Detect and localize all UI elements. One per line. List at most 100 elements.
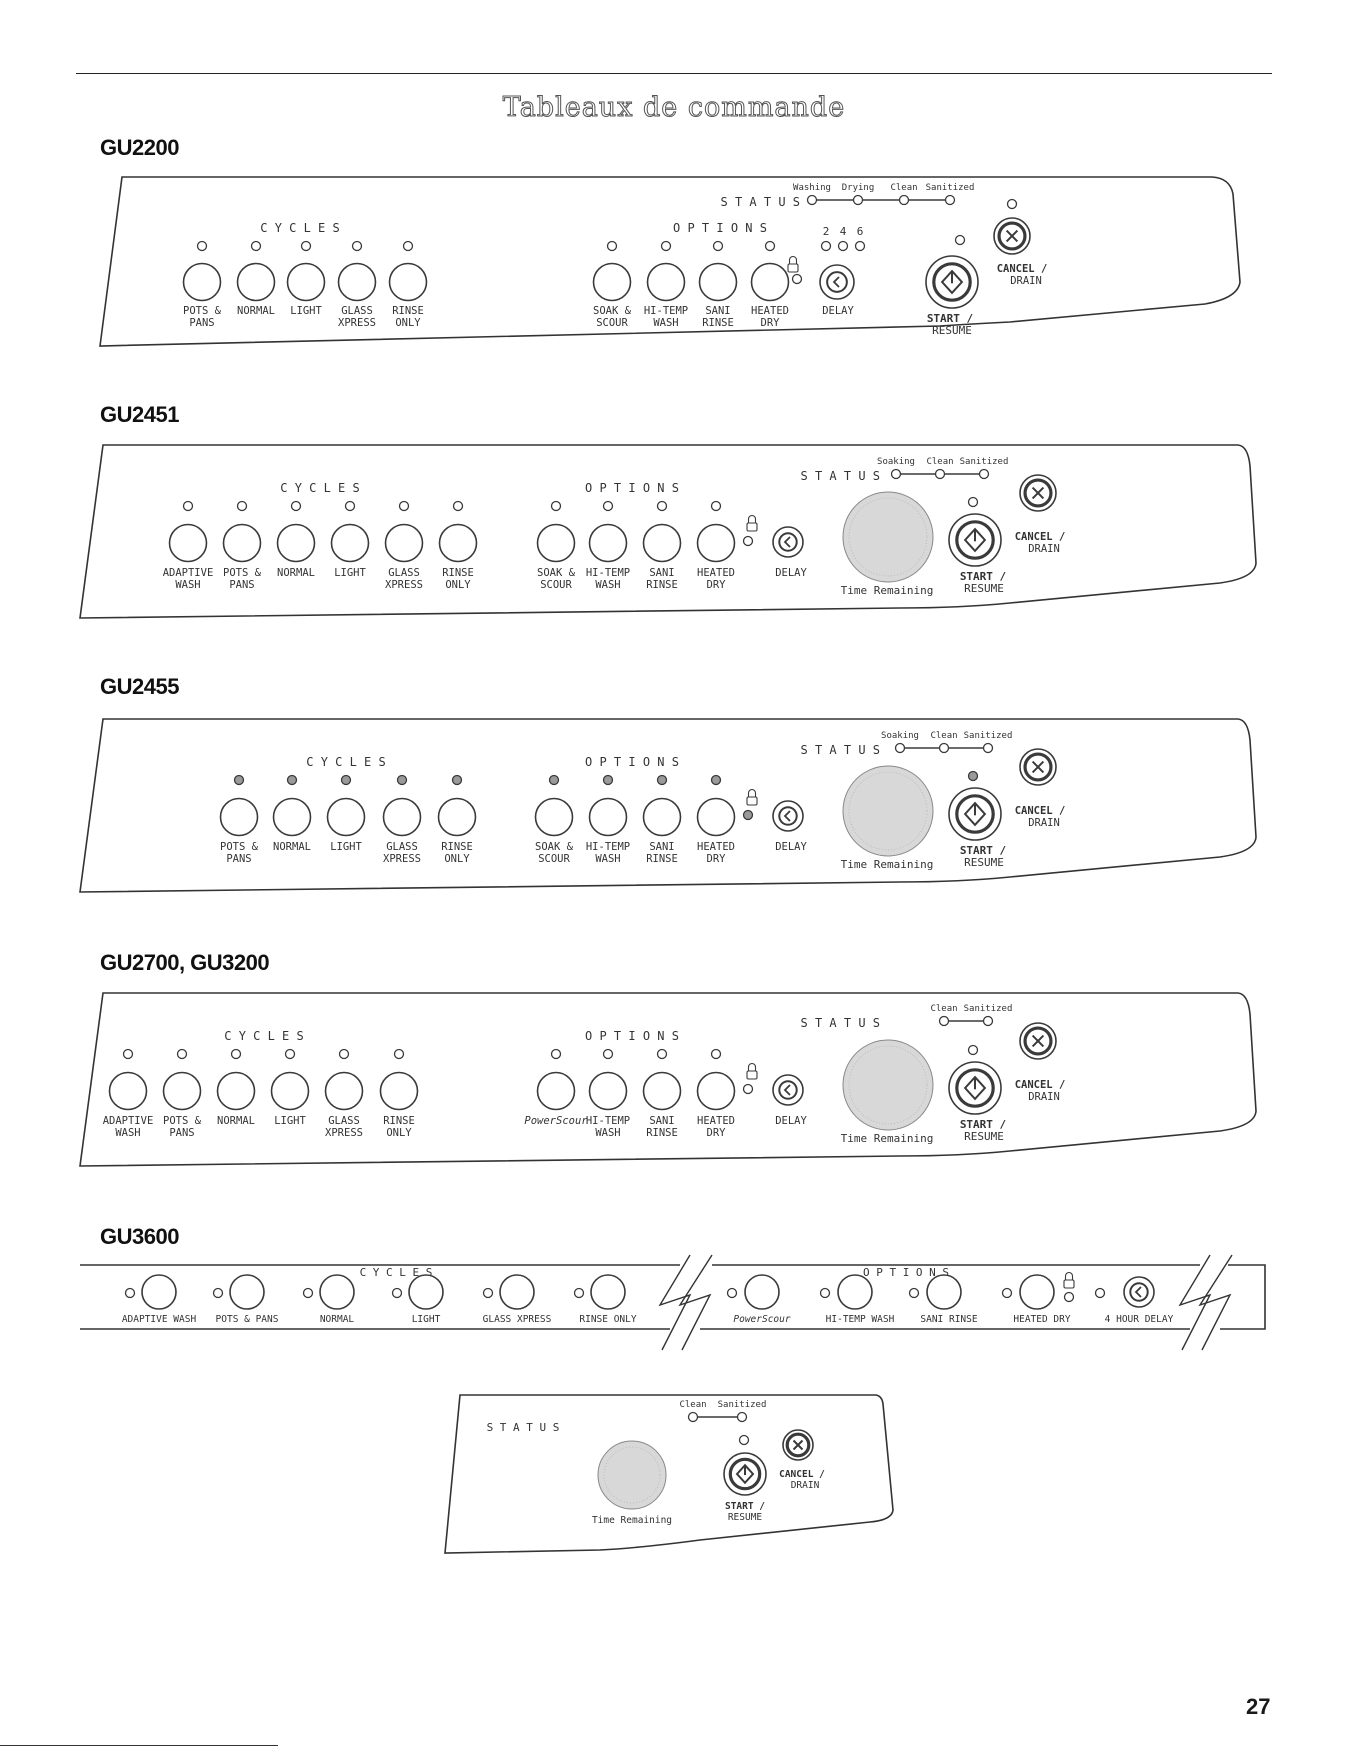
cycle-label: GLASS XPRESS [483, 1314, 552, 1325]
cycle-button-1[interactable] [219, 797, 259, 837]
cycle-button-3[interactable] [326, 797, 366, 837]
indicator-light [742, 809, 754, 821]
cycle-label: ADAPTIVE WASH [122, 1314, 197, 1325]
cycles-heading: C Y C L E S [280, 481, 359, 495]
cycle-button-2[interactable] [222, 523, 262, 563]
cycle-label: XPRESS [338, 317, 376, 329]
option-button-1[interactable] [744, 1274, 780, 1310]
cycle-button-6[interactable] [379, 1071, 419, 1111]
indicator-light [738, 1434, 750, 1446]
option-label: PowerScour [524, 1115, 588, 1127]
option-button-1[interactable] [592, 262, 632, 302]
option-label: PowerScour [733, 1314, 790, 1325]
option-button-4[interactable] [696, 523, 736, 563]
lock-icon [747, 788, 757, 797]
status-light [982, 742, 994, 754]
lock-icon [788, 255, 798, 264]
indicator-light [340, 774, 352, 786]
cycle-button-3[interactable] [216, 1071, 256, 1111]
drain-label: DRAIN [791, 1480, 820, 1491]
start-resume-icon [963, 801, 987, 827]
cycle-label: NORMAL [217, 1115, 255, 1127]
option-button-3[interactable] [642, 797, 682, 837]
cycle-button-1[interactable] [108, 1071, 148, 1111]
option-button-4[interactable] [750, 262, 790, 302]
option-button-4[interactable] [696, 1071, 736, 1111]
cycle-button-5[interactable] [499, 1274, 535, 1310]
time-remaining-dial-icon [597, 1440, 667, 1510]
cycle-button-3[interactable] [319, 1274, 355, 1310]
cycle-button-5[interactable] [324, 1071, 364, 1111]
cycles-heading: C Y C L E S [260, 221, 339, 235]
cycle-label: GLASS [388, 567, 420, 579]
option-button-1[interactable] [534, 797, 574, 837]
drain-label: DRAIN [1010, 275, 1042, 287]
indicator-light [1006, 198, 1018, 210]
option-label: HEATED [751, 305, 789, 317]
page-title: Tableaux de commande [502, 92, 846, 124]
indicator-light [656, 1048, 668, 1060]
cycle-button-1[interactable] [182, 262, 222, 302]
indicator-light [250, 240, 262, 252]
indicator-light [1063, 1291, 1075, 1303]
option-label: HI-TEMP [586, 567, 630, 579]
option-button-2[interactable] [588, 797, 628, 837]
indicator-light [606, 240, 618, 252]
options-heading: O P T I O N S [585, 755, 679, 769]
option-label: HI-TEMP [586, 1115, 630, 1127]
cycle-button-6[interactable] [438, 523, 478, 563]
option-label: SANI RINSE [920, 1314, 977, 1325]
cycle-button-4[interactable] [337, 262, 377, 302]
cycle-button-2[interactable] [272, 797, 312, 837]
option-button-3[interactable] [642, 1071, 682, 1111]
cancel-label: CANCEL / [1015, 1079, 1066, 1091]
option-button-3[interactable] [642, 523, 682, 563]
option-button-4[interactable] [1019, 1274, 1055, 1310]
option-button-2[interactable] [588, 1071, 628, 1111]
cycle-label: GLASS [328, 1115, 360, 1127]
option-button-2[interactable] [646, 262, 686, 302]
indicator-light [1094, 1287, 1106, 1299]
indicator-light [710, 500, 722, 512]
delay-hour-label: 2 [823, 225, 830, 238]
cycle-button-5[interactable] [388, 262, 428, 302]
status-light [982, 1015, 994, 1027]
cycle-label: LIGHT [330, 841, 362, 853]
option-button-3[interactable] [926, 1274, 962, 1310]
cycle-button-4[interactable] [330, 523, 370, 563]
cycle-button-2[interactable] [162, 1071, 202, 1111]
indicator-light [284, 1048, 296, 1060]
cycle-button-3[interactable] [276, 523, 316, 563]
break-mark [678, 1254, 713, 1351]
option-button-2[interactable] [837, 1274, 873, 1310]
cycle-button-4[interactable] [408, 1274, 444, 1310]
cycle-button-2[interactable] [229, 1274, 265, 1310]
option-button-2[interactable] [588, 523, 628, 563]
cycle-button-6[interactable] [590, 1274, 626, 1310]
option-button-4[interactable] [696, 797, 736, 837]
option-button-3[interactable] [698, 262, 738, 302]
cancel-x-icon [1005, 229, 1019, 243]
indicator-light [656, 500, 668, 512]
options-heading: O P T I O N S [585, 481, 679, 495]
cycle-button-3[interactable] [286, 262, 326, 302]
option-button-1[interactable] [536, 523, 576, 563]
cycle-button-4[interactable] [382, 797, 422, 837]
cycle-button-1[interactable] [141, 1274, 177, 1310]
option-label: SANI [649, 841, 674, 853]
indicator-light [656, 774, 668, 786]
time-remaining-dial-icon [842, 765, 934, 857]
indicator-light [791, 273, 803, 285]
cycle-label: RINSE [392, 305, 424, 317]
start-label: START / [725, 1501, 765, 1512]
cycle-button-4[interactable] [270, 1071, 310, 1111]
cycle-label: WASH [115, 1127, 140, 1139]
cycle-button-1[interactable] [168, 523, 208, 563]
cycle-button-2[interactable] [236, 262, 276, 302]
status-heading: S T A T U S [801, 743, 880, 757]
option-button-1[interactable] [536, 1071, 576, 1111]
cycle-label: ONLY [386, 1127, 412, 1139]
cycle-button-5[interactable] [384, 523, 424, 563]
cycle-button-5[interactable] [437, 797, 477, 837]
